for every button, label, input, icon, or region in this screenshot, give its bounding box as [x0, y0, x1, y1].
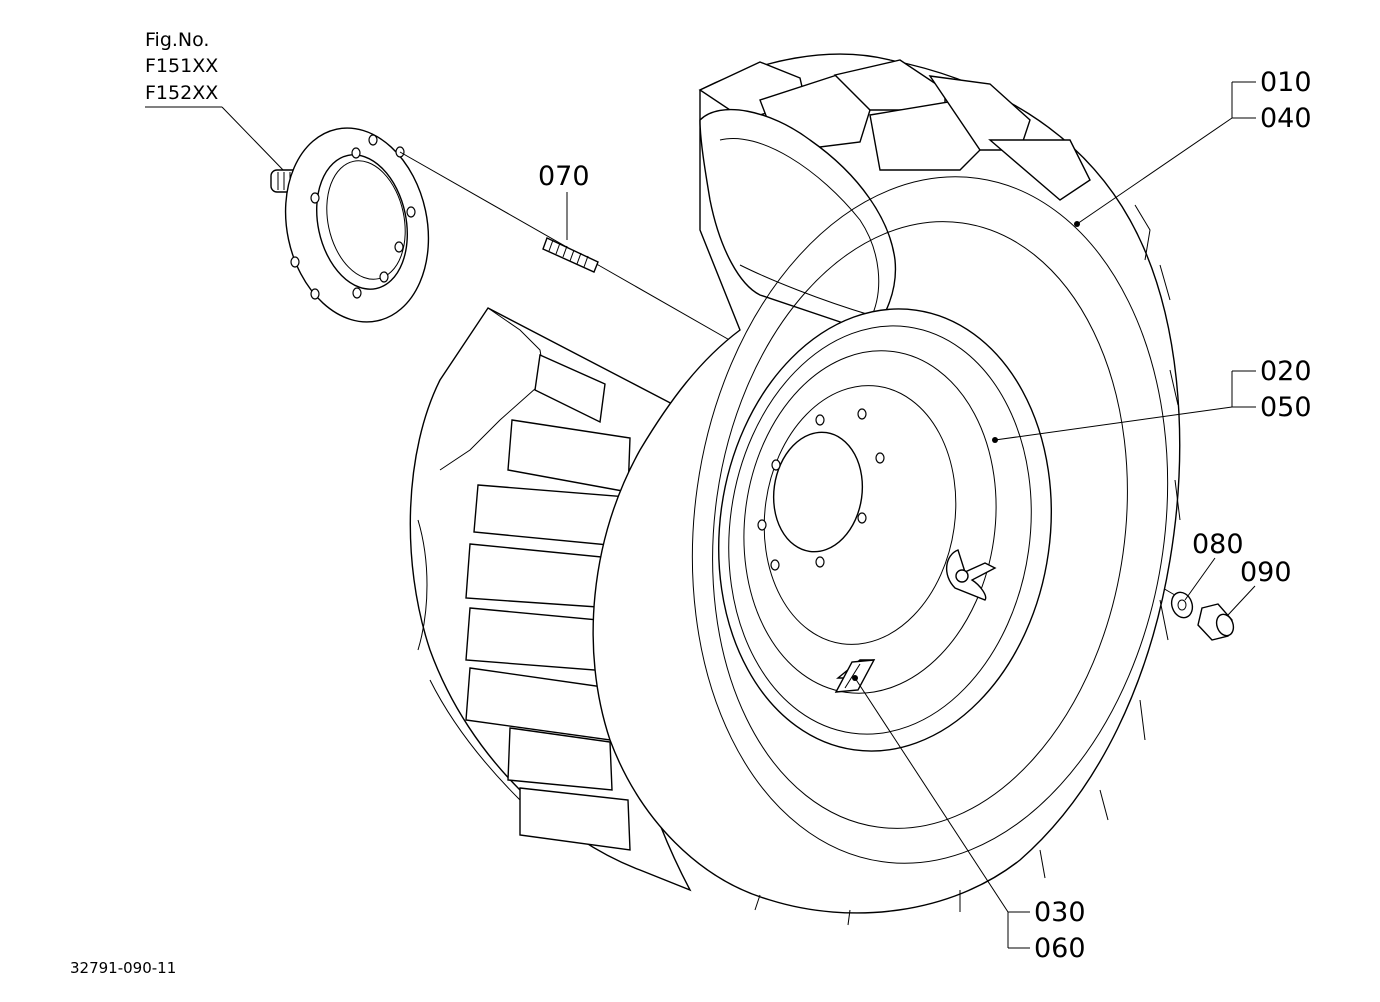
valve-stem	[946, 549, 997, 601]
tire-sidewall-outer	[691, 176, 1169, 864]
callout-060[interactable]: 060	[1034, 933, 1086, 964]
figure-reference: Fig.No. F151XX F152XX	[145, 29, 286, 173]
callout-leaders	[566, 81, 1256, 949]
flange-bolt-holes	[290, 134, 416, 300]
callout-labels: 070 010 040 020 050 030 060 080 090	[538, 67, 1312, 964]
nut-drawing	[1197, 603, 1235, 641]
callout-010[interactable]: 010	[1260, 67, 1312, 98]
tire-right-lugs	[754, 204, 1181, 926]
hub-flange-drawing	[270, 127, 430, 323]
rim-drawing	[718, 308, 1052, 752]
callout-030[interactable]: 030	[1034, 897, 1086, 928]
tire-cutaway	[699, 108, 897, 333]
fig-no-label: Fig.No.	[145, 29, 209, 51]
rim-center-bore	[772, 431, 864, 553]
callout-020[interactable]: 020	[1260, 356, 1312, 387]
washer-drawing	[1170, 591, 1194, 619]
callout-050[interactable]: 050	[1260, 392, 1312, 423]
rim-bolt-holes	[757, 408, 885, 571]
callout-040[interactable]: 040	[1260, 103, 1312, 134]
tire-top-lugs	[698, 59, 1091, 201]
callout-080[interactable]: 080	[1192, 529, 1244, 560]
fig-ref-f151xx[interactable]: F151XX	[145, 55, 218, 77]
fig-ref-f152xx[interactable]: F152XX	[145, 82, 218, 104]
fig-ref-leader	[221, 106, 286, 173]
drawing-number: 32791-090-11	[70, 959, 176, 977]
wheel-stud-drawing	[542, 237, 599, 273]
callout-070[interactable]: 070	[538, 161, 590, 192]
callout-090[interactable]: 090	[1240, 557, 1292, 588]
